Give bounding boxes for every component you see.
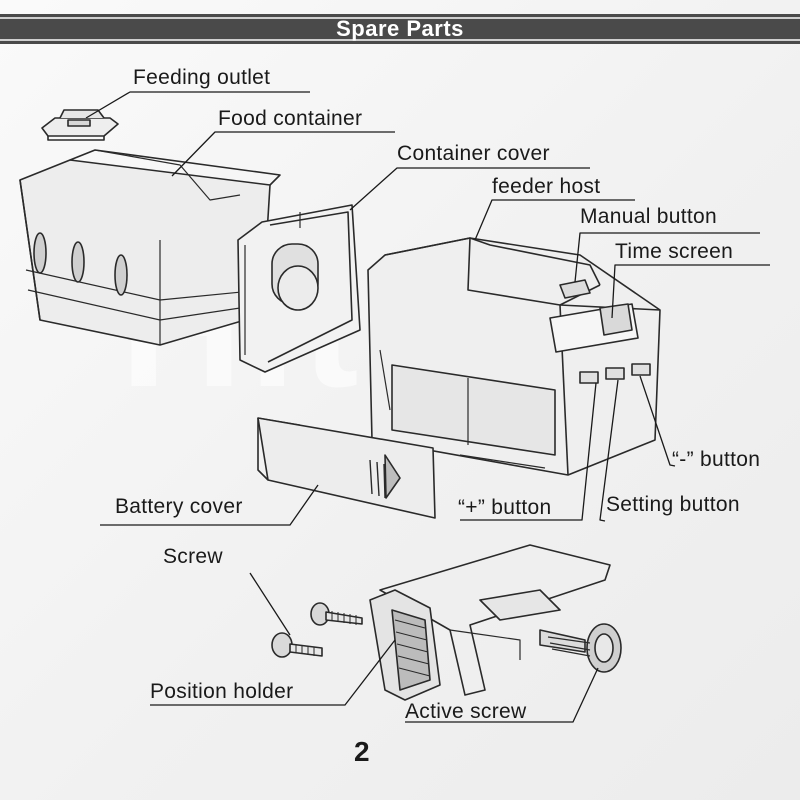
label-battery-cover: Battery cover — [115, 495, 243, 518]
leader-time-screen — [611, 264, 770, 319]
screw-part — [271, 602, 363, 658]
page-title: Spare Parts — [336, 16, 464, 41]
feeding-outlet-part — [41, 109, 119, 141]
leader-minus-button — [639, 375, 676, 467]
food-container-part — [19, 149, 281, 346]
position-holder-part — [369, 544, 611, 701]
label-food-container: Food container — [218, 107, 363, 130]
container-cover-part — [237, 204, 361, 373]
leader-active-screw — [405, 667, 599, 723]
leader-plus-button — [460, 382, 597, 521]
label-plus-button: “+” button — [458, 496, 552, 519]
leader-manual-button — [574, 232, 760, 283]
leader-setting-button — [599, 379, 619, 522]
label-position-holder: Position holder — [150, 680, 294, 703]
page-number: 2 — [354, 736, 370, 767]
leader-feeder-host — [474, 199, 635, 241]
header-bar — [0, 14, 800, 44]
battery-cover-part — [257, 417, 436, 519]
leader-screw — [249, 572, 291, 636]
leader-position-holder — [150, 639, 396, 706]
leader-battery-cover — [100, 484, 319, 526]
label-container-cover: Container cover — [397, 142, 550, 165]
label-feeding-outlet: Feeding outlet — [133, 66, 271, 89]
label-feeder-host: feeder host — [492, 175, 601, 198]
leader-food-container — [171, 131, 395, 177]
label-screw: Screw — [163, 545, 223, 568]
label-setting-button: Setting button — [606, 493, 740, 516]
active-screw-part — [547, 623, 622, 673]
label-manual-button: Manual button — [580, 205, 717, 228]
label-active-screw: Active screw — [405, 700, 527, 723]
feeder-host-part — [367, 237, 661, 476]
label-time-screen: Time screen — [615, 240, 734, 263]
leader-lines — [85, 91, 770, 723]
label-minus-button: “-” button — [672, 448, 761, 471]
leader-container-cover — [349, 167, 590, 211]
leader-feeding-outlet — [85, 91, 310, 119]
